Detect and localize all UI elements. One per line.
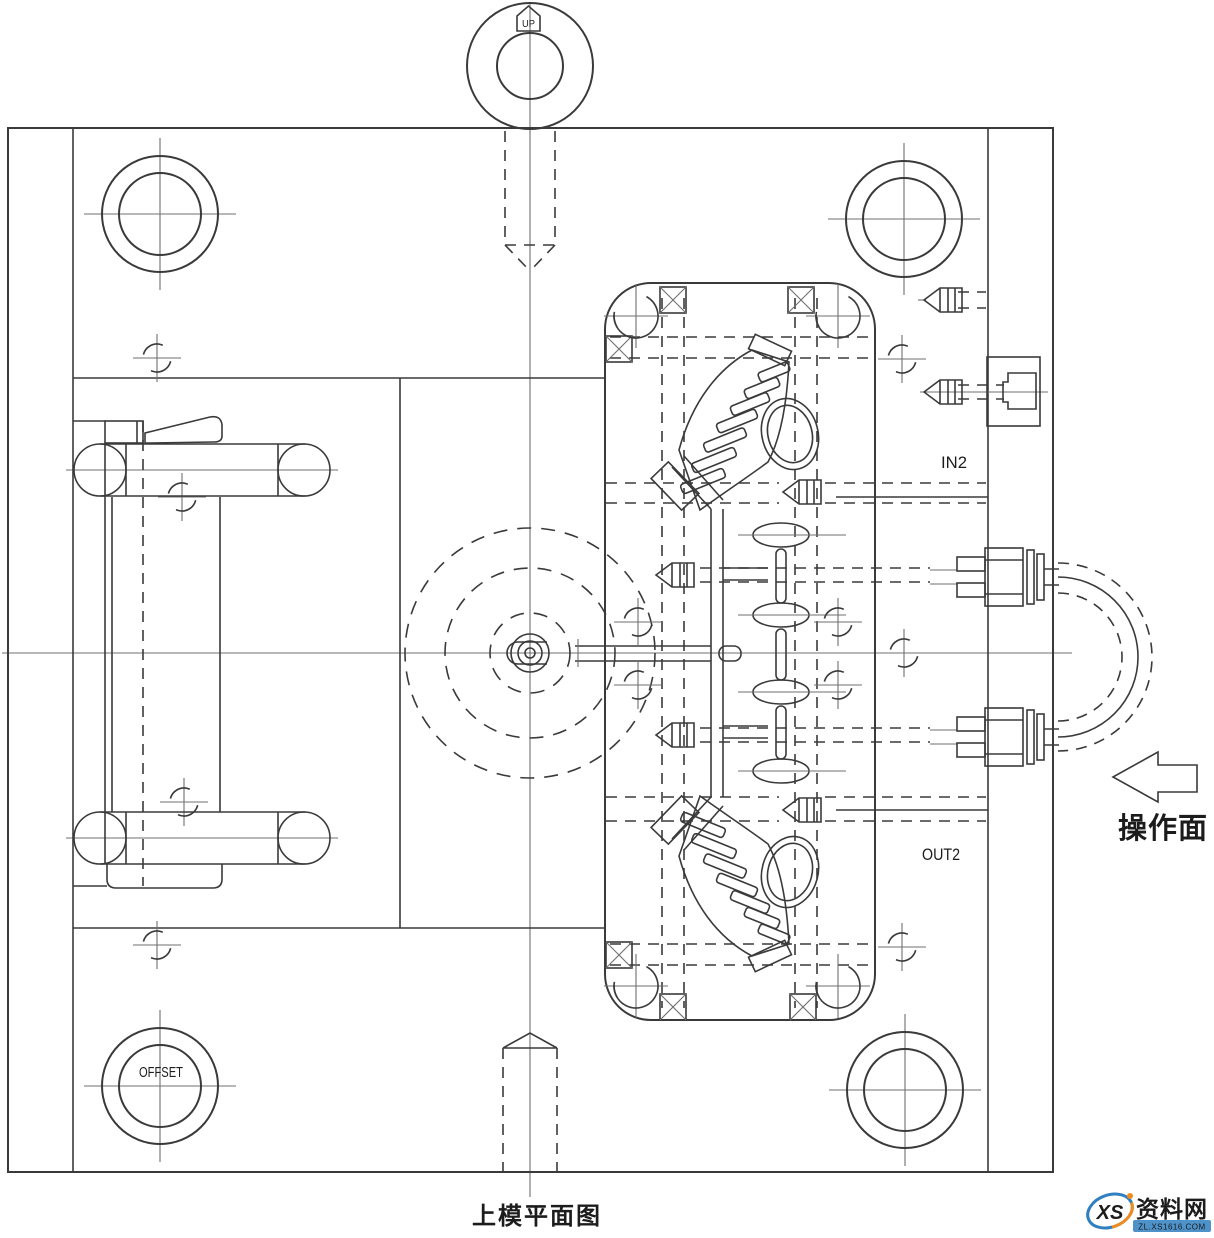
guide-bushing-top-left (83, 137, 237, 291)
locating-ring (404, 527, 656, 779)
cooling-plug (782, 479, 822, 505)
water-connector-block (986, 356, 1041, 427)
up-label: UP (522, 19, 535, 30)
cooling-plug (782, 797, 822, 823)
hose-fitting-lower (929, 707, 1060, 767)
cooling-hose (1057, 576, 1139, 738)
latch-lock-mechanism (73, 415, 331, 889)
eye-bolt: UP (466, 2, 594, 272)
cooling-circuit: IN2 OUT2 (606, 287, 1153, 864)
hose-fitting-upper (929, 547, 1060, 607)
cavity-hardware (603, 283, 871, 1021)
guide-bushing-bottom-right (828, 1013, 982, 1167)
watermark-site-url: ZL.XS1616.COM (1138, 1223, 1205, 1232)
left-arrow-icon (1111, 750, 1198, 804)
watermark-url-bar (1133, 1220, 1211, 1232)
bottom-screw (502, 1032, 558, 1172)
cavity-insert (604, 282, 876, 1021)
watermark-site-name: 资料网 (1136, 1196, 1208, 1222)
in2-label: IN2 (941, 453, 967, 472)
watermark-logo-text: XS (1096, 1202, 1124, 1224)
guide-bushings: OFFSET (83, 137, 982, 1167)
watermark: XS 资料网 ZL.XS1616.COM (1086, 1192, 1211, 1232)
guide-bushing-bottom-left (83, 1009, 237, 1163)
centerlines (2, 4, 1072, 1197)
operation-face: 操作面 (1111, 750, 1208, 845)
guide-bushing-top-right (827, 142, 981, 296)
out2-label: OUT2 (922, 845, 960, 864)
operation-face-label: 操作面 (1118, 812, 1208, 845)
drawing-title: 上模平面图 (472, 1203, 602, 1230)
offset-label: OFFSET (139, 1064, 183, 1081)
molded-part-top (650, 333, 828, 511)
cooling-plug (923, 287, 963, 313)
